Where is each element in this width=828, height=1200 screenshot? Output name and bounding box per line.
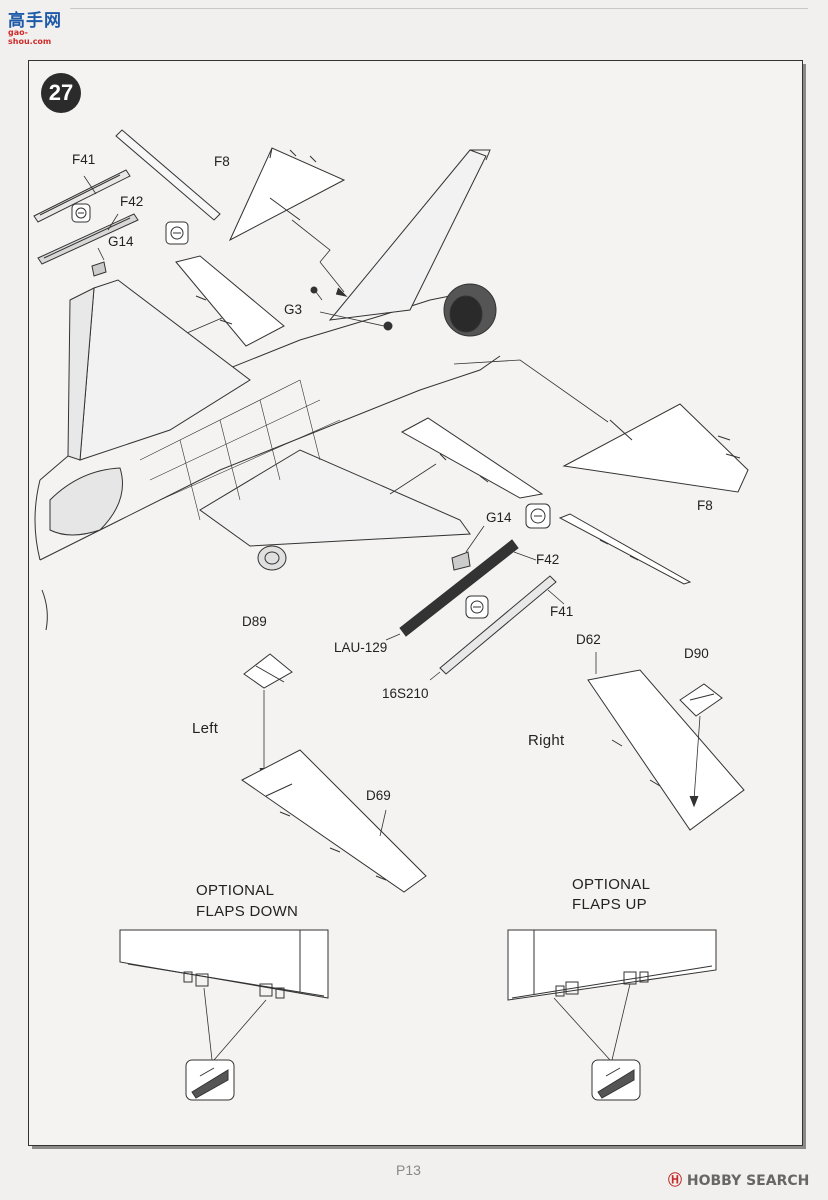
label-f8-right: F8	[697, 498, 713, 513]
label-d69: D69	[366, 788, 391, 803]
label-16s210: 16S210	[382, 686, 429, 701]
part-rail-right	[558, 513, 692, 585]
label-d90: D90	[684, 646, 709, 661]
label-flaps-up-line2: FLAPS UP	[572, 896, 647, 913]
symmetry-icon-top-2	[165, 221, 189, 245]
watermark[interactable]: Ⓗ HOBBY SEARCH	[668, 1170, 809, 1190]
part-f8-top	[115, 129, 346, 242]
flaps-down-detail	[119, 929, 329, 999]
part-f41-top	[33, 169, 131, 223]
label-d62: D62	[576, 632, 601, 647]
step-number-badge: 27	[41, 73, 81, 113]
logo-url: gao-shou.com	[8, 28, 52, 46]
label-lau129: LAU-129	[334, 640, 388, 655]
label-flaps-up-line1: OPTIONAL	[572, 876, 651, 893]
label-d89: D89	[242, 614, 267, 629]
label-left: Left	[192, 720, 219, 737]
part-d69	[241, 749, 427, 893]
label-f42-top: F42	[120, 194, 144, 209]
label-flaps-down-line1: OPTIONAL	[196, 882, 275, 899]
label-g14-top: G14	[108, 234, 134, 249]
part-g14-top	[91, 261, 107, 277]
glue-icon-right	[591, 1059, 641, 1101]
label-f41-mid: F41	[550, 604, 574, 619]
part-f41-mid	[439, 575, 557, 675]
frame-shadow-bottom	[32, 1146, 806, 1149]
part-d89	[243, 653, 293, 689]
part-d62	[587, 669, 745, 831]
part-g14-mid	[451, 551, 471, 571]
label-f8-top: F8	[214, 154, 230, 169]
watermark-text: HOBBY SEARCH	[686, 1173, 810, 1189]
label-flaps-down-line2: FLAPS DOWN	[196, 903, 299, 920]
part-flap-top	[175, 255, 285, 347]
part-f8-right	[562, 403, 749, 493]
frame-shadow-right	[803, 64, 806, 1148]
label-f42-mid: F42	[536, 552, 560, 567]
symmetry-icon-mid-1	[525, 503, 551, 529]
label-right: Right	[528, 732, 565, 749]
label-g3: G3	[284, 302, 303, 317]
part-d90	[679, 683, 723, 717]
engine-nozzle	[443, 283, 497, 337]
page-number: P13	[396, 1162, 421, 1178]
label-g14-mid: G14	[486, 510, 512, 525]
aircraft-body	[34, 149, 501, 631]
symmetry-icon-top-1	[71, 203, 91, 223]
top-rule	[70, 8, 808, 9]
label-f41-top: F41	[72, 152, 96, 167]
part-f42-mid	[399, 539, 519, 637]
logo-text: 高手网	[8, 11, 62, 31]
part-f42-top	[37, 213, 139, 265]
symmetry-icon-mid-2	[465, 595, 489, 619]
glue-icon-left	[185, 1059, 235, 1101]
part-flap-mid	[400, 417, 544, 499]
watermark-mark: Ⓗ	[668, 1173, 682, 1189]
flaps-up-detail	[507, 929, 717, 1001]
site-logo[interactable]: 高手网 gao-shou.com	[6, 6, 70, 46]
